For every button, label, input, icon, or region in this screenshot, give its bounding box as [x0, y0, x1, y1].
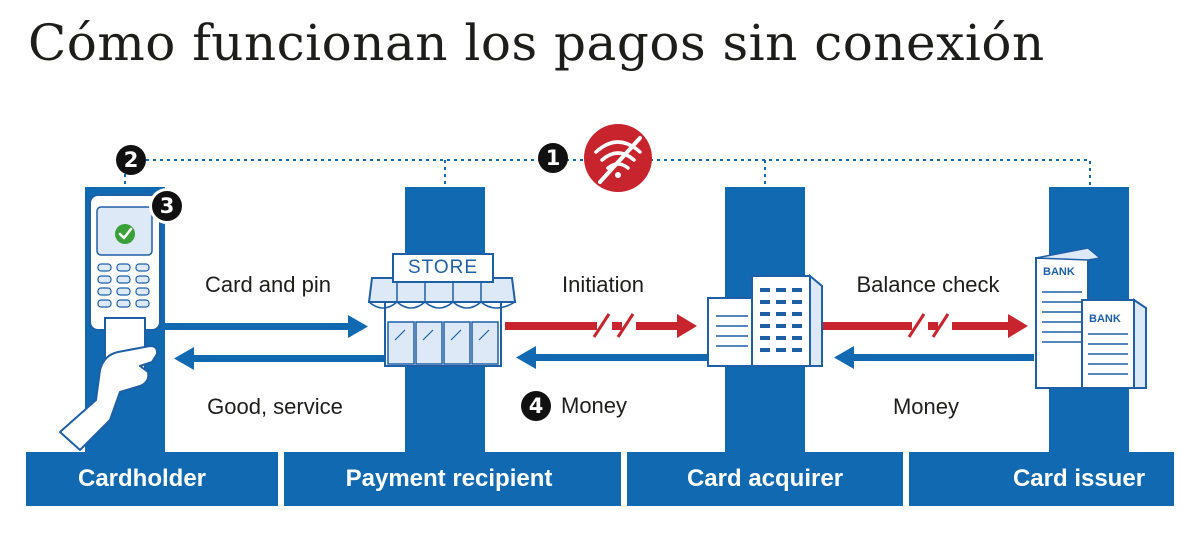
- page-title: Cómo funcionan los pagos sin conexión: [28, 14, 1045, 72]
- flow-label-money-issuer: Money: [892, 394, 960, 419]
- arrow-good-service: [174, 347, 390, 370]
- party-label-card-issuer: Card issuer: [1012, 465, 1146, 492]
- wifi-off-icon: [584, 124, 652, 192]
- bank-building-icon: [1035, 247, 1147, 389]
- flow-label-initiation: Initiation: [562, 272, 644, 297]
- party-label-payment-recipient: Payment recipient: [345, 465, 553, 492]
- checkmark-icon: [115, 224, 135, 244]
- store-sign-label: STORE: [407, 257, 479, 278]
- flow-label-good-service: Good, service: [207, 394, 343, 419]
- flow-label-money: Money: [561, 393, 628, 418]
- network-line: [124, 159, 1091, 187]
- hand-icon: [59, 345, 159, 451]
- flow-label-money-step-4: 4 Money: [521, 391, 627, 421]
- flow-label-balance-check: Balance check: [856, 272, 1000, 297]
- step-badge-3: 3: [149, 188, 185, 224]
- party-label-card-acquirer: Card acquirer: [686, 465, 844, 492]
- bank-sign-label: BANK: [1089, 313, 1121, 325]
- party-label-cardholder: Cardholder: [77, 465, 207, 492]
- arrow-money-2: [834, 346, 1034, 369]
- store-icon: [367, 253, 517, 367]
- bar-card-acquirer: [627, 452, 903, 506]
- step-badge-2: 2: [116, 145, 146, 175]
- arrow-initiation: [505, 313, 697, 338]
- bar-payment-recipient: [284, 452, 621, 506]
- arrow-card-and-pin: [165, 315, 368, 338]
- office-building-icon: [707, 273, 823, 367]
- flow-label-card-and-pin: Card and pin: [205, 272, 331, 297]
- step-badge-4: 4: [521, 391, 551, 421]
- bar-card-issuer: [909, 452, 1174, 506]
- bank-sign-label: BANK: [1043, 266, 1075, 278]
- step-badge-1: 1: [538, 143, 568, 173]
- bar-cardholder: [26, 452, 278, 506]
- arrow-balance-check: [822, 313, 1028, 338]
- arrow-money-1: [516, 346, 710, 369]
